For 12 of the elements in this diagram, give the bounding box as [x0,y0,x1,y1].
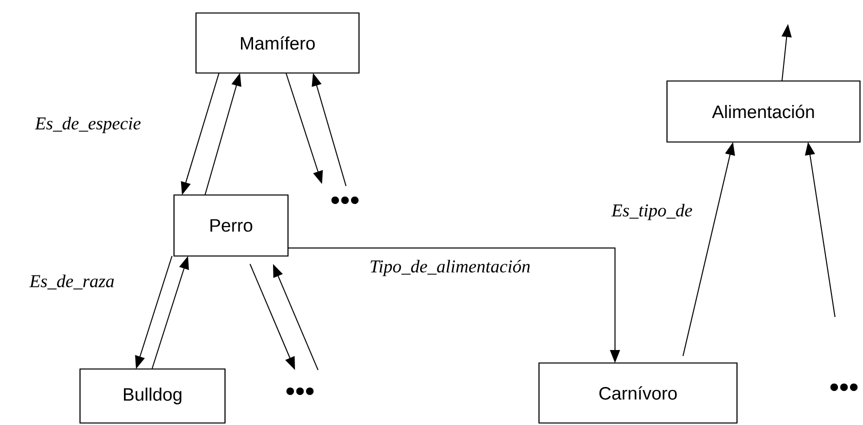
edge-label: Tipo_de_alimentación [370,260,530,276]
edge-label: Es_de_especie [34,116,141,134]
concept-box: Bulldog [79,368,226,424]
ellipsis-text: ••• [830,383,858,392]
concept-box: Carnívoro [538,362,738,424]
ellipsis-text: ••• [286,387,314,396]
edge-label: Es_tipo_de [611,204,692,220]
edge-label: Es_de_raza [29,274,114,290]
ellipsis-text: ••• [331,196,359,204]
concept-box: Mamífero [195,12,360,74]
concept-box: Alimentación [666,80,861,143]
concept-box: Perro [173,194,289,257]
